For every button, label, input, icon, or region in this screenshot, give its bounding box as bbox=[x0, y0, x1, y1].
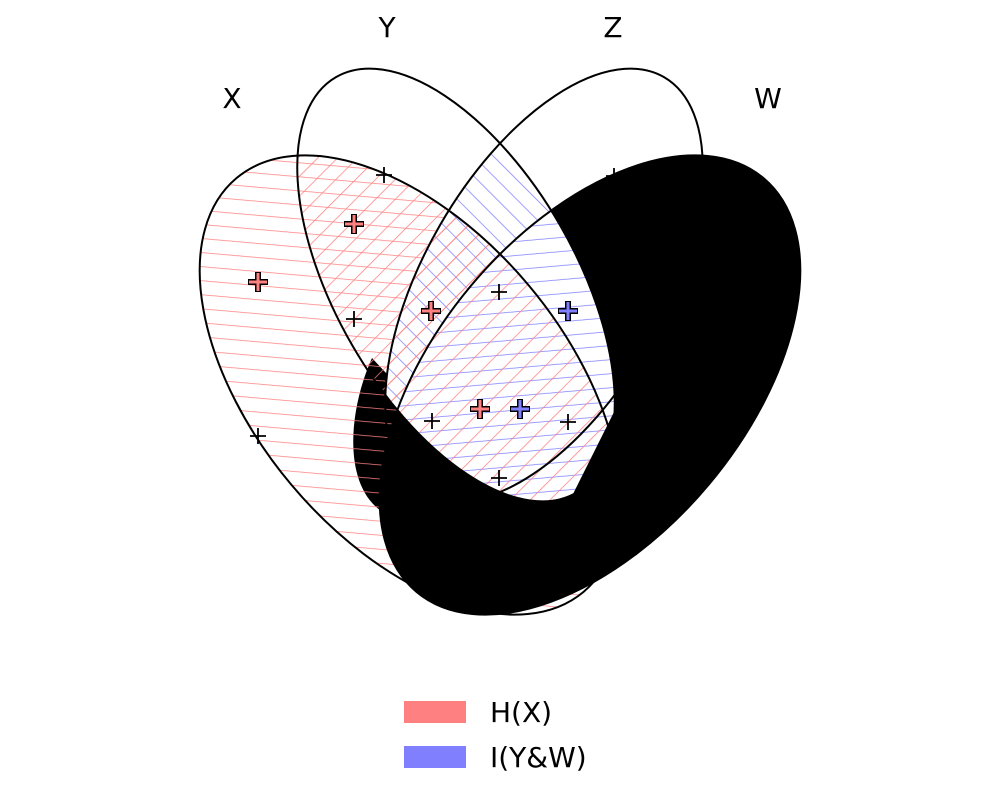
bold-markers bbox=[248, 214, 578, 419]
legend-label-i-y-w: I(Y&W) bbox=[490, 741, 587, 774]
ellipse-y bbox=[296, 67, 616, 503]
region-markers bbox=[250, 167, 654, 486]
marker-blue bbox=[558, 301, 578, 321]
marker-red bbox=[248, 272, 268, 292]
marker-red bbox=[470, 399, 490, 419]
marker-red bbox=[421, 301, 441, 321]
legend-swatch-i-y-w bbox=[404, 746, 466, 768]
ellipse-x bbox=[198, 154, 622, 616]
marker-red bbox=[344, 214, 364, 234]
ellipse-w bbox=[378, 154, 802, 616]
marker-blue bbox=[510, 399, 530, 419]
legend: H(X) I(Y&W) bbox=[404, 696, 587, 774]
set-label-y: Y bbox=[377, 11, 396, 44]
ellipse-z bbox=[384, 67, 704, 503]
set-label-w: W bbox=[754, 82, 782, 115]
legend-swatch-h-x bbox=[404, 701, 466, 723]
set-label-z: Z bbox=[603, 11, 622, 44]
legend-label-h-x: H(X) bbox=[490, 696, 552, 729]
set-label-x: X bbox=[222, 82, 241, 115]
